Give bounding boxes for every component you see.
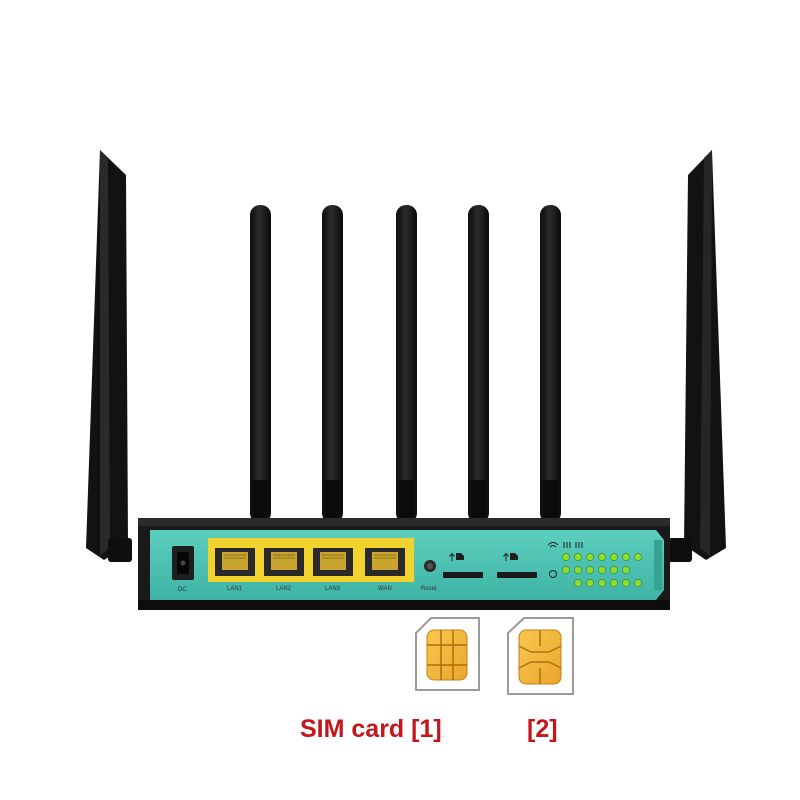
sim-card-2 (507, 617, 574, 695)
sim-slot-1 (443, 552, 483, 578)
lan2-port (264, 548, 304, 576)
status-led (622, 553, 630, 561)
signal-icon (563, 542, 571, 548)
status-led (622, 579, 630, 587)
status-led (598, 579, 606, 587)
status-led (598, 553, 606, 561)
sim-card-1-caption: SIM card [1] (300, 715, 442, 743)
status-led (598, 566, 606, 574)
wifi-icon (547, 542, 559, 548)
status-led (562, 553, 570, 561)
status-led (574, 553, 582, 561)
sim-slot-2 (497, 552, 537, 578)
globe-icon (549, 570, 557, 578)
ethernet-ports: LAN1 LAN2 LAN3 WAN (208, 538, 414, 592)
status-led (586, 553, 594, 561)
antenna (396, 205, 417, 523)
lan3-port (313, 548, 353, 576)
reset-label: Reset (421, 586, 437, 592)
antenna (322, 205, 343, 523)
status-led (610, 553, 618, 561)
status-led (610, 579, 618, 587)
lan2-label: LAN2 (276, 586, 292, 592)
signal-icon (575, 542, 583, 548)
top-antennas (250, 205, 561, 523)
status-led (622, 566, 630, 574)
status-indicators (547, 542, 642, 587)
status-led (586, 566, 594, 574)
status-led (586, 579, 594, 587)
status-led (610, 566, 618, 574)
led-grid (562, 553, 642, 587)
wan-port (365, 548, 405, 576)
status-led (574, 579, 582, 587)
status-led (634, 553, 642, 561)
antenna (468, 205, 489, 523)
dc-power-jack: DC (172, 546, 194, 593)
arrow-up-icon (449, 552, 455, 561)
lan3-label: LAN3 (325, 586, 341, 592)
right-side-antenna (668, 150, 726, 562)
sim-icon (456, 553, 464, 560)
lan1-port (215, 548, 255, 576)
status-led (562, 566, 570, 574)
status-led (634, 579, 642, 587)
status-led (574, 566, 582, 574)
antenna (250, 205, 271, 523)
sim-icon (510, 553, 518, 560)
wan-label: WAN (378, 586, 392, 592)
left-side-antenna (86, 150, 132, 562)
reset-button: Reset (421, 560, 437, 592)
sim-card-2-caption: [2] (527, 715, 558, 743)
dc-label: DC (178, 587, 187, 593)
arrow-up-icon (503, 552, 509, 561)
lan1-label: LAN1 (227, 586, 243, 592)
sim-card-1 (415, 617, 480, 691)
antenna (540, 205, 561, 523)
